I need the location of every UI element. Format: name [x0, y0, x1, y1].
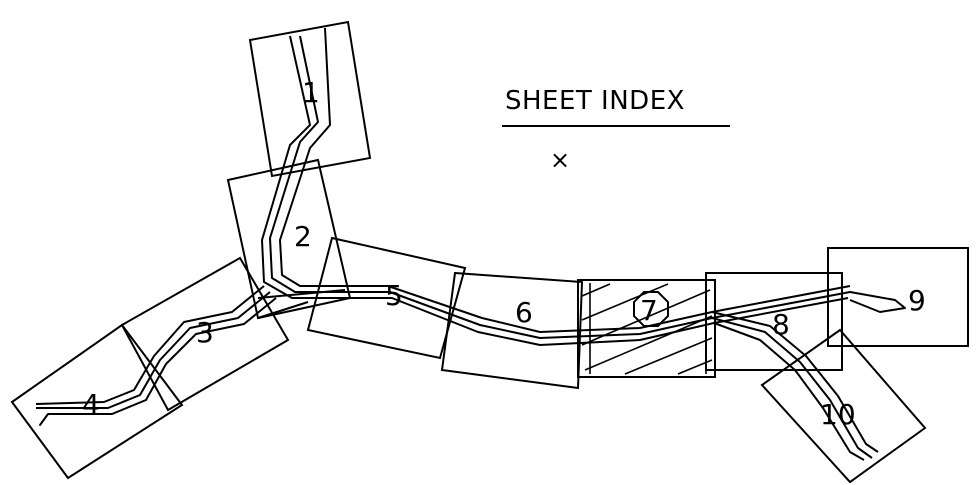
sheet-box-7[interactable] — [577, 279, 716, 378]
sheet-index-title: SHEET INDEX — [505, 86, 685, 116]
sheet-labels: 1 2 3 4 5 6 7 8 9 10 — [82, 76, 926, 431]
sheet-box-3[interactable] — [120, 256, 290, 412]
sheet-label-3: 3 — [196, 316, 214, 349]
sheet-label-6: 6 — [515, 296, 533, 329]
sheet-7-octagon-marker — [633, 291, 669, 327]
title-underline — [502, 125, 730, 127]
sheet-label-2: 2 — [294, 220, 312, 253]
sheet-label-4: 4 — [82, 388, 100, 421]
sheet-label-10: 10 — [820, 398, 856, 431]
sheet-box-4[interactable] — [10, 323, 184, 480]
sheet-label-5: 5 — [385, 279, 403, 312]
sheet-box-10[interactable] — [760, 328, 927, 484]
road-alignment — [35, 27, 906, 461]
sheet-box-6[interactable] — [440, 271, 584, 390]
sheet-label-9: 9 — [908, 284, 926, 317]
sheet-box-9[interactable] — [827, 247, 969, 347]
sheet-box-1[interactable] — [248, 20, 372, 178]
sheet-box-5[interactable] — [306, 236, 467, 360]
sheet-label-1: 1 — [302, 76, 320, 109]
sheet-label-7: 7 — [640, 294, 658, 327]
north-marker: × — [550, 146, 570, 174]
sheet-label-8: 8 — [772, 308, 790, 341]
